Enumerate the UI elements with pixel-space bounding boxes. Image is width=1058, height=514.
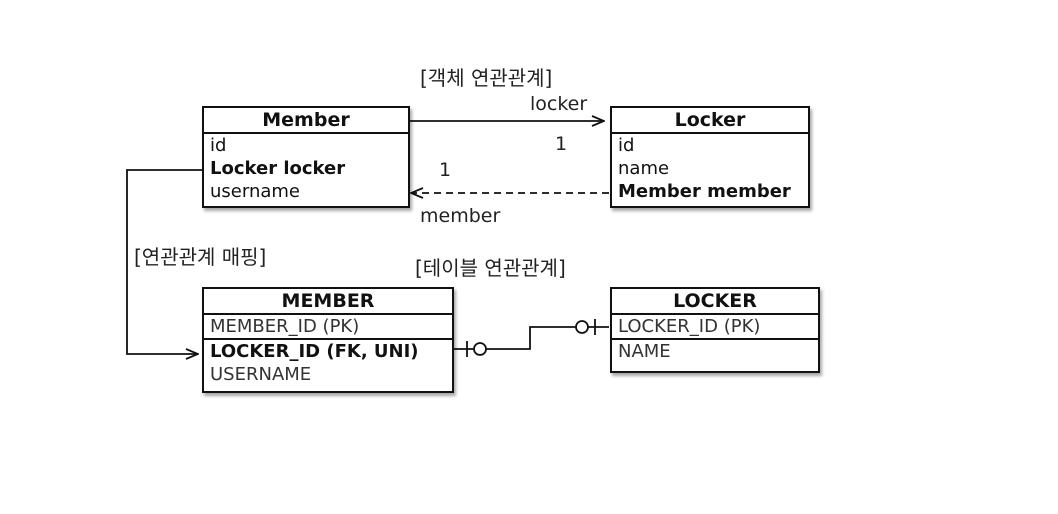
table-relation-title: [테이블 연관관계] (415, 256, 566, 280)
locker-field-id: id (618, 135, 635, 156)
table-relation-line (452, 326, 609, 350)
object-relation-title: [객체 연관관계] (420, 66, 553, 90)
locker-entity-name: Locker (612, 108, 808, 134)
member-entity-name: Member (204, 108, 408, 134)
member-table-divider (204, 338, 452, 340)
member-col-locker-id: LOCKER_ID (FK, UNI) (210, 341, 419, 362)
member-field-username: username (210, 181, 300, 202)
mapping-title: [연관관계 매핑] (134, 245, 267, 269)
locker-col-locker-id: LOCKER_ID (PK) (618, 316, 761, 337)
assoc-member-label: member (420, 205, 501, 227)
member-table-name: MEMBER (204, 289, 452, 315)
locker-field-member: Member member (618, 181, 791, 202)
member-table: MEMBER MEMBER_ID (PK) LOCKER_ID (FK, UNI… (202, 287, 454, 393)
member-entity: Member id Locker locker username (202, 106, 410, 208)
locker-side-circle (575, 320, 589, 334)
member-field-locker: Locker locker (210, 158, 346, 179)
locker-entity: Locker id name Member member (610, 106, 810, 208)
mapping-line (126, 169, 203, 354)
locker-field-name: name (618, 158, 670, 179)
assoc-member-multiplicity: 1 (439, 159, 452, 181)
member-field-id: id (210, 135, 227, 156)
member-col-member-id: MEMBER_ID (PK) (210, 316, 360, 337)
member-side-circle (473, 342, 487, 356)
assoc-locker-multiplicity: 1 (555, 133, 568, 155)
locker-table-divider (612, 338, 818, 340)
locker-col-name: NAME (618, 341, 671, 362)
member-col-username: USERNAME (210, 364, 312, 385)
assoc-locker-label: locker (530, 93, 588, 115)
locker-table: LOCKER LOCKER_ID (PK) NAME (610, 287, 820, 373)
locker-table-name: LOCKER (612, 289, 818, 315)
